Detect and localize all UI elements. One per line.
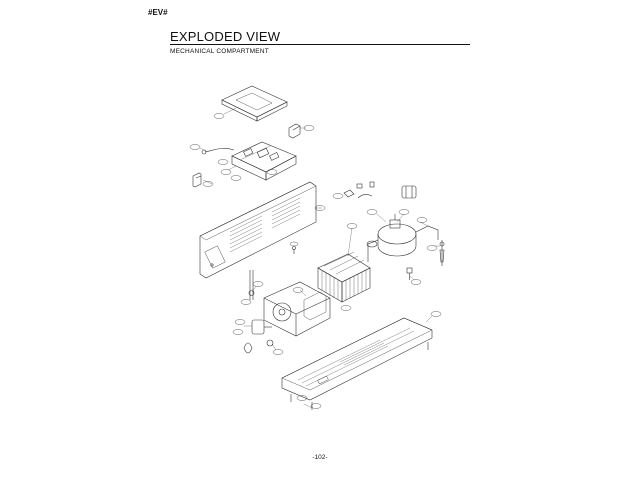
page-title: EXPLODED VIEW xyxy=(170,29,281,44)
page-number: -102- xyxy=(312,454,328,461)
page-subtitle: MECHANICAL COMPARTMENT xyxy=(170,48,269,55)
fan-motor xyxy=(243,319,274,354)
relay xyxy=(401,185,417,199)
base-plate xyxy=(281,317,433,410)
title-underline xyxy=(170,44,470,45)
valve xyxy=(439,240,445,266)
bolt xyxy=(406,267,413,280)
control-box xyxy=(231,141,297,181)
small-bracket xyxy=(288,123,301,139)
fan-shroud xyxy=(263,281,331,337)
power-cord xyxy=(201,148,235,155)
rod xyxy=(248,270,255,300)
leader-lines xyxy=(199,107,440,409)
page-tag: #EV# xyxy=(148,8,168,17)
small-parts xyxy=(292,181,375,254)
compressor xyxy=(366,214,439,262)
rear-panel xyxy=(199,181,317,279)
condenser xyxy=(317,251,371,303)
top-cover xyxy=(221,85,288,122)
callout-markers xyxy=(189,113,442,409)
clip xyxy=(192,172,202,188)
